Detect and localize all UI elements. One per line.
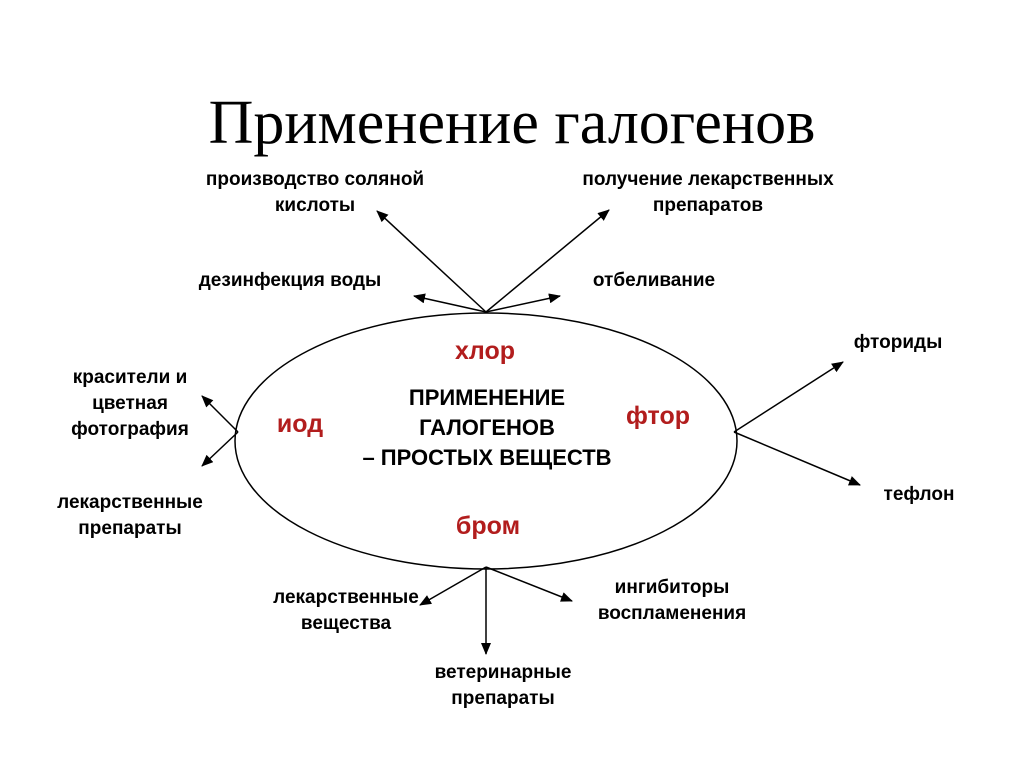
arrow-chlorine-bleaching (485, 293, 561, 313)
slide-title: Применение галогенов (208, 89, 816, 157)
use-iodine-medicines: лекарственные препараты (57, 492, 203, 539)
use-hydrochloric-acid-production: производство соляной кислоты (205, 169, 425, 216)
element-iodine: иод (276, 410, 324, 438)
arrow-iodine-medicines (201, 431, 239, 467)
arrow-chlorine-water-disinfection (413, 293, 487, 313)
use-bleaching: отбеливание (592, 270, 716, 291)
arrow-fluorine-fluorides (733, 361, 844, 433)
center-label: ПРИМЕНЕНИЕ ГАЛОГЕНОВ – ПРОСТЫХ ВЕЩЕСТВ (362, 385, 612, 470)
element-chlorine: хлор (455, 337, 515, 365)
use-fluorides: фториды (853, 332, 943, 353)
use-dyes-color-photography: красители и цветная фотография (71, 367, 189, 440)
arrow-bromine-flame-inhibitors (485, 566, 573, 602)
use-water-disinfection: дезинфекция воды (198, 270, 382, 291)
use-medicines-production: получение лекарственных препаратов (582, 169, 834, 216)
arrow-iodine-dyes (201, 395, 239, 433)
element-fluorine: фтор (625, 402, 690, 430)
arrow-chlorine-medicines (485, 209, 610, 313)
use-teflon: тефлон (883, 484, 955, 505)
arrow-fluorine-teflon (733, 431, 861, 486)
use-veterinary-preparations: ветеринарные препараты (434, 662, 572, 709)
arrow-bromine-medicinal-substances (419, 566, 487, 606)
arrow-chlorine-hydrochloric-acid (376, 210, 487, 313)
use-medicinal-substances: лекарственные вещества (273, 587, 419, 634)
use-flame-inhibitors: ингибиторы воспламенения (597, 577, 747, 624)
element-bromine: бром (455, 512, 521, 540)
